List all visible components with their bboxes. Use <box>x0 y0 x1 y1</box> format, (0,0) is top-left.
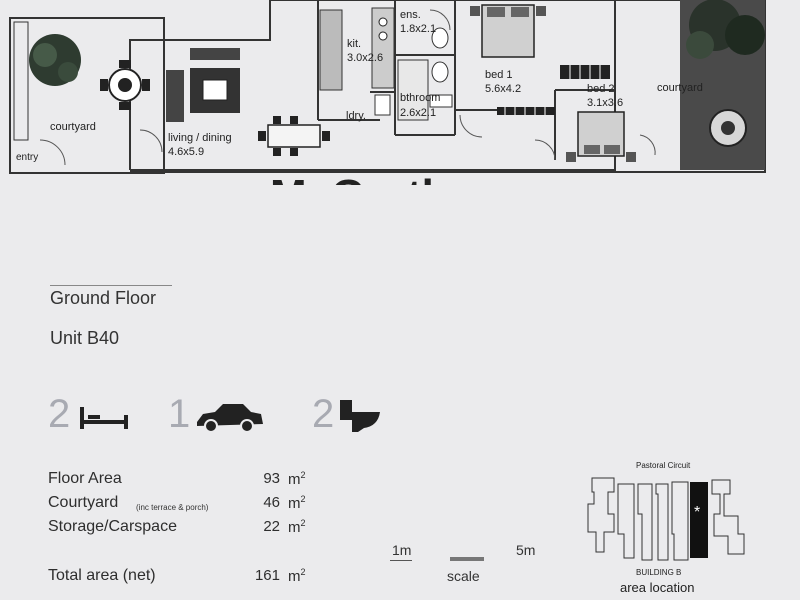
area-location-title: area location <box>620 580 695 595</box>
room-dims-bed1: 5.6x4.2 <box>485 83 521 95</box>
bedroom-count: 2 <box>48 392 71 436</box>
courtyard-unit: m2 <box>288 494 306 512</box>
room-dims-kitchen: 3.0x2.6 <box>347 52 383 64</box>
bathroom-fixtures <box>374 27 453 121</box>
scale-bar <box>450 557 484 561</box>
storage-unit: m2 <box>288 518 306 536</box>
room-label-courtyard-right: courtyard <box>657 82 703 94</box>
room-label-bed1: bed 1 <box>485 69 513 81</box>
storage-value: 22 <box>263 518 280 535</box>
courtyard-value: 46 <box>263 494 280 511</box>
watermark: McGrath <box>270 171 448 185</box>
room-label-ensuite: ens. <box>400 9 421 21</box>
unit-location-highlight <box>690 482 708 558</box>
bed-2-icon <box>566 111 636 162</box>
entry-label: entry <box>16 152 38 163</box>
scale-label: scale <box>447 568 480 584</box>
unit-name: Unit B40 <box>50 328 120 348</box>
scale-left-label: 1m <box>392 542 412 558</box>
room-label-laundry: ldry. <box>346 110 366 122</box>
scale-left-underline <box>390 560 412 561</box>
wardrobe <box>497 65 610 115</box>
carspace-count: 1 <box>168 392 191 436</box>
tree-icon <box>29 34 81 86</box>
room-dims-ensuite: 1.8x2.1 <box>400 23 436 35</box>
toilet-count: 2 <box>312 392 335 436</box>
room-label-living: living / dining <box>168 132 232 144</box>
toilet-icon <box>340 400 380 432</box>
heading-rule <box>50 285 172 286</box>
storage-label: Storage/Carspace <box>48 518 177 535</box>
floor-plan: McGrath <box>9 0 766 185</box>
room-label-bed2: bed 2 <box>587 83 615 95</box>
room-dims-bed2: 3.1x3.6 <box>587 97 623 109</box>
total-area-value: 161 <box>254 567 280 584</box>
room-dims-living: 4.6x5.9 <box>168 146 204 158</box>
garden-bed <box>680 0 765 170</box>
sofa-icon <box>166 48 240 122</box>
bed-icon <box>80 407 128 429</box>
total-area-label: Total area (net) <box>48 567 156 584</box>
kitchen-bench <box>319 7 395 91</box>
room-label-kitchen: kit. <box>347 38 361 50</box>
car-icon <box>197 404 263 433</box>
floor-area-unit: m2 <box>288 470 306 488</box>
total-area-unit: m2 <box>288 567 306 585</box>
dining-table-icon <box>258 116 330 156</box>
site-map <box>587 477 745 561</box>
floor-title: Ground Floor <box>50 288 157 308</box>
outdoor-table-icon <box>100 60 150 110</box>
floor-area-label: Floor Area <box>48 470 122 487</box>
location-marker: * <box>694 504 701 521</box>
bed-1-icon <box>470 4 546 58</box>
building-label: BUILDING B <box>636 568 682 577</box>
street-label: Pastoral Circuit <box>636 461 691 470</box>
room-label-bathroom: bthroom <box>400 92 440 104</box>
scale-right-label: 5m <box>516 542 536 558</box>
courtyard-note: (inc terrace & porch) <box>136 503 209 512</box>
floor-area-value: 93 <box>263 470 280 487</box>
courtyard-label: Courtyard <box>48 494 119 511</box>
room-label-courtyard-left: courtyard <box>50 121 96 133</box>
room-dims-bathroom: 2.6x2.1 <box>400 107 436 119</box>
